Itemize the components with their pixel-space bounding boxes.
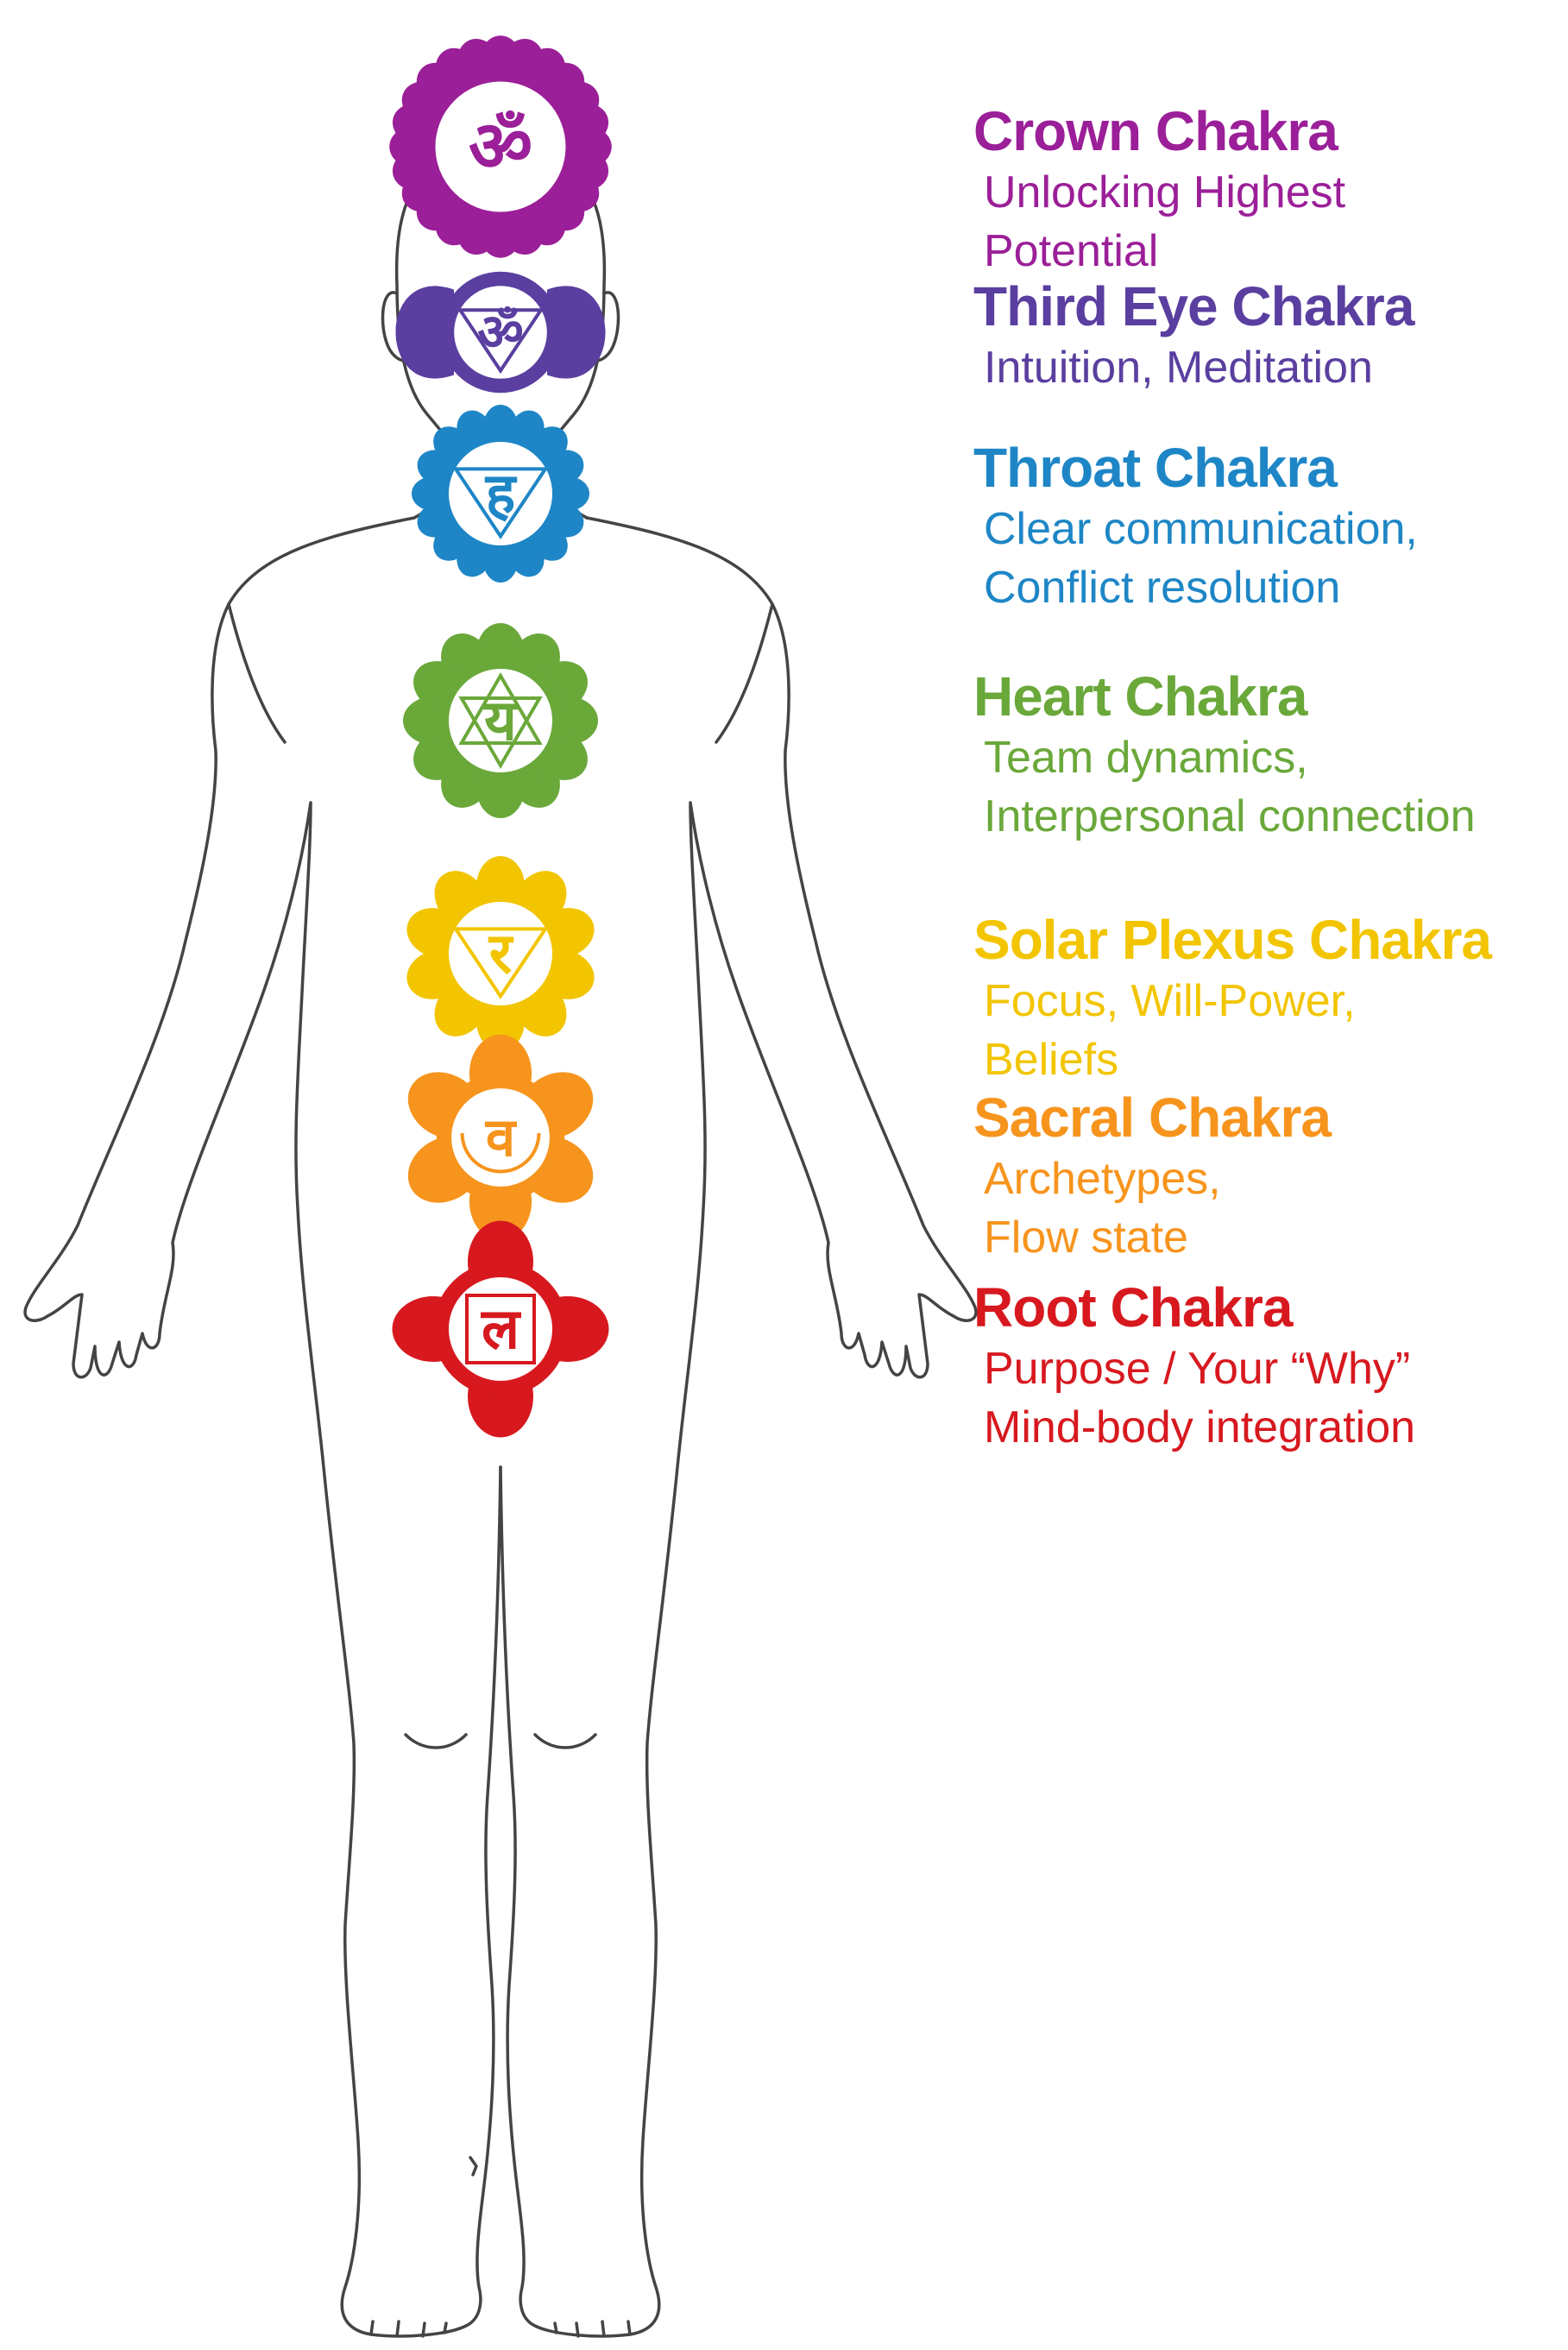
chakra-description-line: Focus, Will-Power,	[984, 976, 1356, 1026]
chakra-bija-throat: ह	[484, 462, 518, 526]
chakra-title-heart: Heart Chakra	[973, 665, 1307, 728]
chakra-description-line: Team dynamics,	[984, 733, 1308, 783]
chakra-symbol-root: ल	[392, 1220, 609, 1438]
chakra-bija-root: ल	[480, 1297, 521, 1362]
body-outline	[23, 145, 978, 2338]
chakra-description-third-eye: Intuition, Meditation	[973, 338, 1568, 397]
chakra-description-line: Purpose / Your “Why”	[984, 1344, 1411, 1394]
chakra-symbol-throat: ह	[412, 405, 589, 583]
chakra-description-line: Clear communication,	[984, 504, 1418, 554]
chakra-symbol-sacral: व	[407, 1034, 594, 1241]
chakra-description-line: Potential	[984, 226, 1159, 276]
chakra-description-root: Purpose / Your “Why” Mind-body integratio…	[973, 1339, 1568, 1457]
chakra-description-solar-plexus: Focus, Will-Power, Beliefs	[973, 972, 1568, 1089]
chakra-title-root: Root Chakra	[973, 1276, 1294, 1339]
chakra-description-sacral: Archetypes, Flow state	[973, 1150, 1568, 1267]
chakra-symbol-crown: ॐ	[389, 35, 612, 258]
chakra-title-crown: Crown Chakra	[973, 100, 1338, 162]
chakra-symbol-solar-plexus: र	[406, 856, 595, 1051]
chakra-bija-third-eye: ॐ	[477, 303, 523, 362]
chakra-bija-sacral: व	[485, 1106, 518, 1169]
chakra-description-heart: Team dynamics, Interpersonal connection	[973, 728, 1568, 846]
chakra-description-line: Mind-body integration	[984, 1402, 1416, 1452]
chakra-bija-heart: य	[482, 689, 519, 753]
chakra-title-third-eye: Third Eye Chakra	[973, 275, 1414, 337]
chakra-description-line: Interpersonal connection	[984, 791, 1476, 841]
chakra-title-throat: Throat Chakra	[973, 437, 1338, 499]
chakra-symbol-third-eye: ॐ	[395, 271, 606, 394]
chakra-description-line: Beliefs	[984, 1035, 1119, 1085]
chakra-title-sacral: Sacral Chakra	[973, 1087, 1332, 1149]
chakra-description-line: Archetypes,	[984, 1154, 1221, 1204]
chakra-description-line: Unlocking Highest	[984, 167, 1346, 217]
chakra-symbol-heart: य	[403, 623, 598, 818]
chakra-description-throat: Clear communication, Conflict resolution	[973, 500, 1568, 617]
chakra-description-line: Conflict resolution	[984, 563, 1341, 613]
chakra-bija-crown: ॐ	[469, 107, 532, 188]
chakra-title-solar-plexus: Solar Plexus Chakra	[973, 909, 1492, 971]
chakra-description-line: Intuition, Meditation	[984, 343, 1373, 393]
chakra-description-line: Flow state	[984, 1213, 1188, 1263]
chakra-bija-solar-plexus: र	[488, 922, 514, 986]
